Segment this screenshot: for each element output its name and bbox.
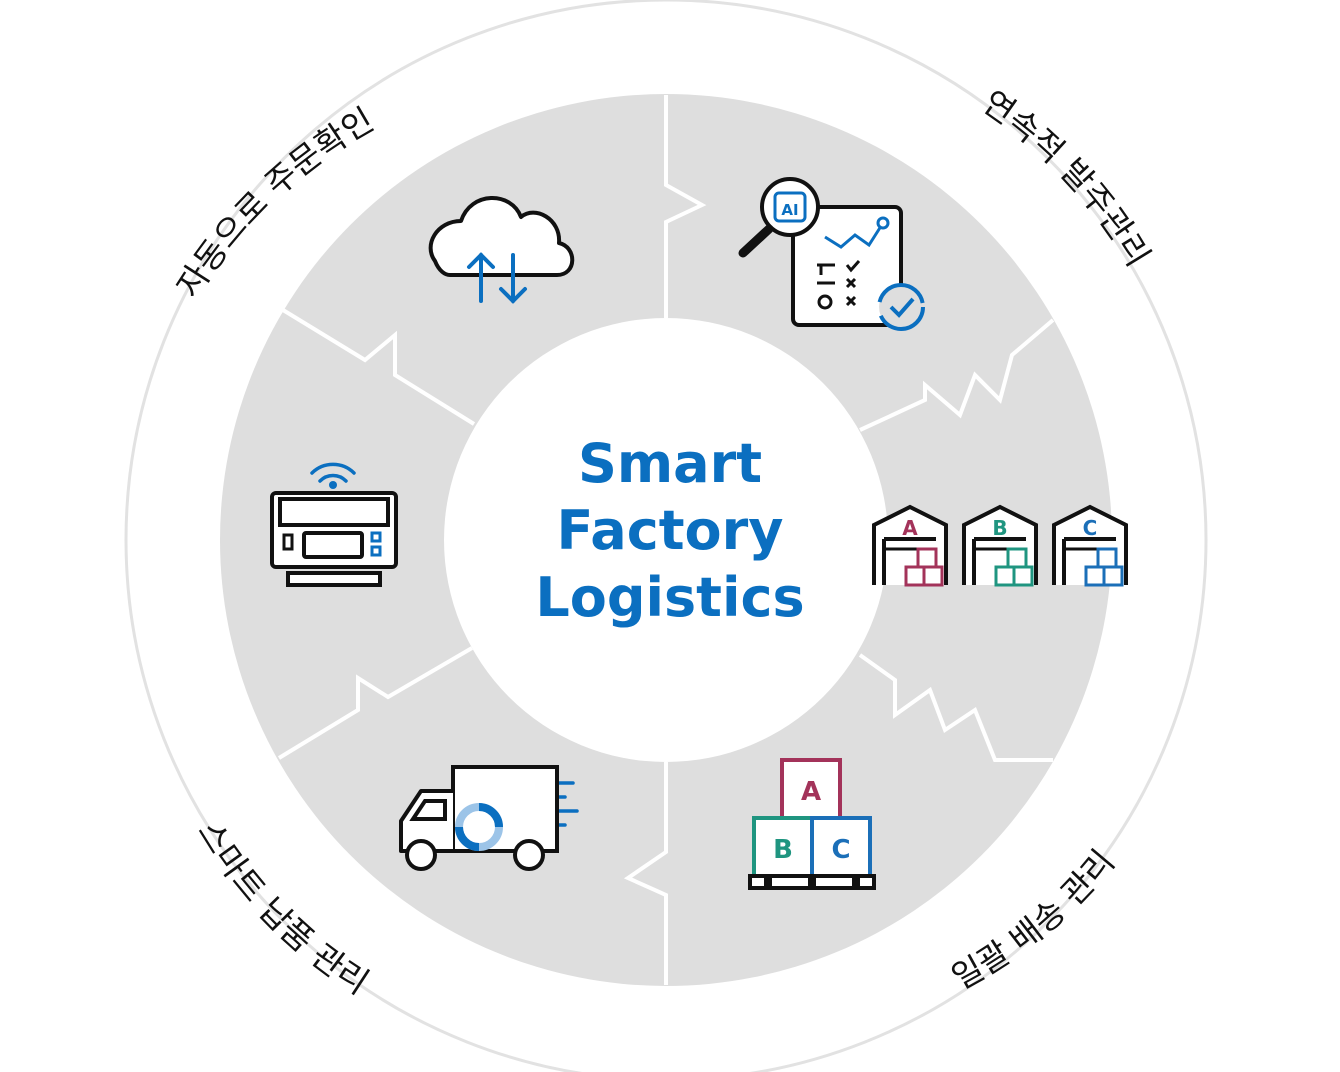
label-batch-shipping: 일괄 배송 관리 <box>945 842 1122 997</box>
warehouse-icon: A B C <box>872 504 1128 587</box>
wireless-terminal-icon <box>270 462 398 587</box>
outer-ring <box>124 0 1208 1072</box>
segment-dividers <box>277 95 1055 985</box>
box-b-label: B <box>773 835 793 865</box>
ai-inspection-icon: AI <box>738 177 925 331</box>
warehouse-c-label: C <box>1083 516 1098 540</box>
center-title: Smart Factory Logistics <box>470 430 870 631</box>
svg-text:AI: AI <box>781 201 798 219</box>
center-title-line-2: Factory <box>556 499 784 562</box>
delivery-truck-icon <box>399 765 579 871</box>
center-title-line-3: Logistics <box>535 566 805 629</box>
center-disc <box>444 318 888 762</box>
box-a-label: A <box>801 777 821 807</box>
pallet-boxes-icon: A B C <box>748 758 876 890</box>
warehouse-b-label: B <box>992 516 1007 540</box>
warehouse-a-label: A <box>902 516 918 540</box>
center-title-line-1: Smart <box>577 432 763 495</box>
cloud-sync-icon <box>428 196 575 304</box>
box-c-label: C <box>831 835 850 865</box>
label-continuous-ordering: 연속적 발주관리 <box>976 82 1159 273</box>
